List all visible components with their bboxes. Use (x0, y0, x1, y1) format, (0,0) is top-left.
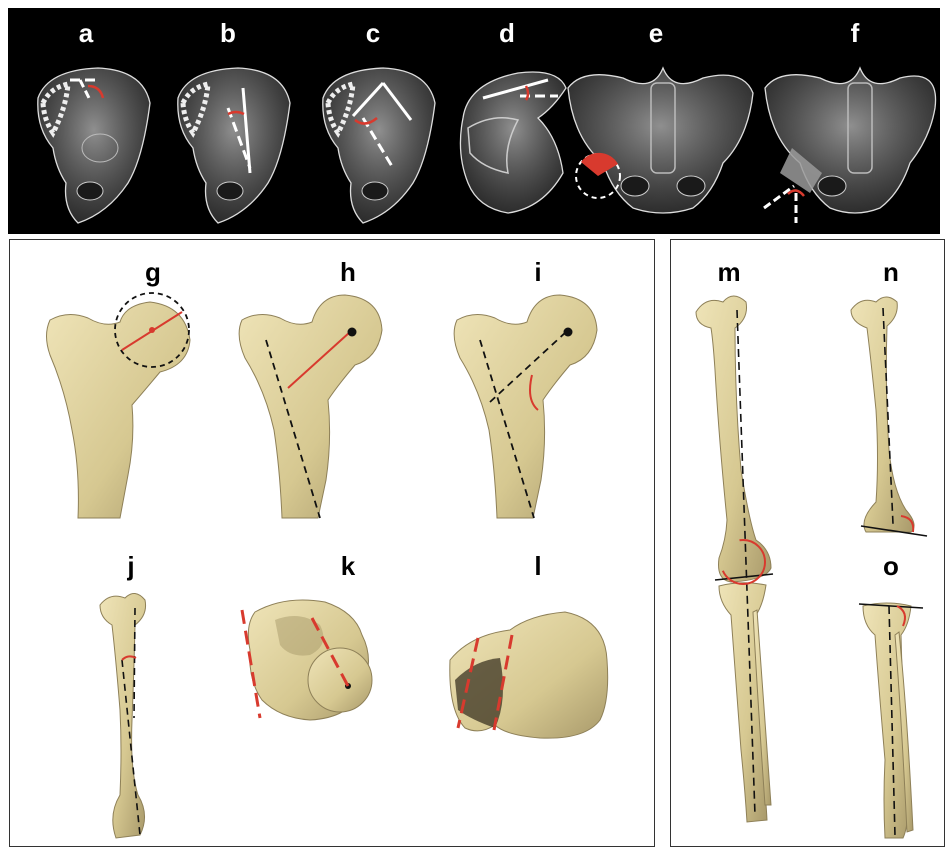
limb-view-n (851, 297, 927, 536)
pelvis-view-c (323, 68, 435, 223)
leg-panel: m n o (670, 239, 945, 847)
pelvis-view-a (38, 68, 150, 223)
femur-view-g (47, 293, 191, 518)
femur-view-k (242, 600, 372, 720)
leg-drawings (671, 240, 946, 848)
head-center (564, 328, 573, 337)
limb-view-o (859, 603, 923, 838)
head-center (348, 328, 357, 337)
pelvis-drawings (8, 8, 940, 234)
femur-drawings (10, 240, 656, 848)
femur-view-l (450, 612, 608, 738)
pelvis-view-f (764, 68, 936, 223)
femur-view-h (239, 295, 382, 518)
pelvis-view-e (568, 68, 753, 213)
pelvis-panel: a b c d e f (8, 8, 940, 234)
head-center (149, 327, 155, 333)
femur-panel: g h i j k l (9, 239, 655, 847)
pelvis-view-b (178, 68, 290, 223)
femur-view-i (454, 295, 597, 518)
measure-line (764, 186, 794, 208)
limb-view-m (696, 296, 773, 822)
pelvis-view-d (460, 72, 566, 213)
femur-view-j (100, 593, 146, 838)
